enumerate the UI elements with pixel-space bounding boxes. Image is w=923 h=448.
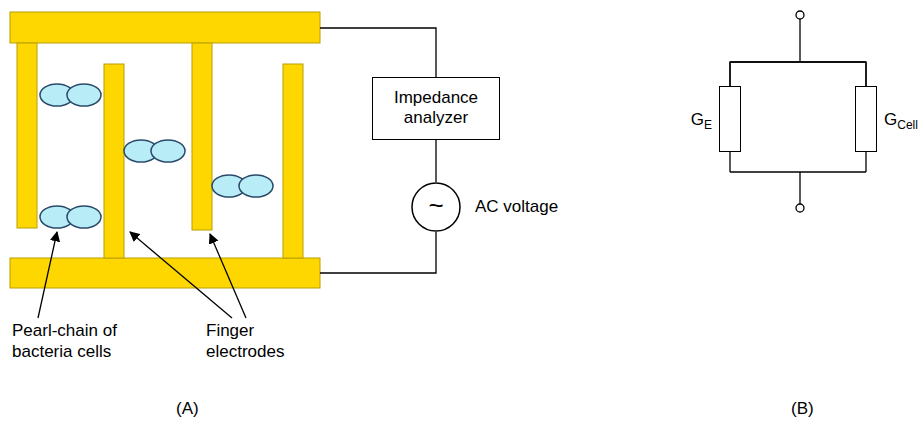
bacteria-cell: [67, 84, 101, 106]
wire: [729, 152, 730, 172]
wire: [320, 28, 436, 77]
leader-arrow: [38, 232, 57, 318]
voltage-source: ~AC voltage: [411, 182, 461, 232]
ac-symbol: ~: [411, 180, 461, 230]
finger-electrode: [17, 43, 37, 228]
bacteria-cell: [151, 140, 185, 162]
bacteria-cell: [67, 206, 101, 228]
terminal: [796, 11, 804, 19]
panel-label: (B): [791, 398, 851, 419]
conductance-label: GE: [691, 110, 712, 135]
leader-arrow: [210, 234, 246, 318]
conductance-element: GCell: [855, 86, 877, 152]
source-label: AC voltage: [475, 197, 558, 217]
callout-label: Pearl-chain of bacteria cells: [12, 320, 142, 362]
wire-connector: [435, 140, 436, 182]
wire: [799, 19, 800, 62]
conductance-element: GE: [719, 86, 741, 152]
wire: [799, 172, 800, 204]
wire-connector: [730, 62, 866, 86]
process-box: Impedance analyzer: [372, 77, 500, 140]
finger-electrode: [283, 64, 303, 258]
wire: [865, 152, 866, 172]
wire: [320, 232, 436, 273]
callout-label: Finger electrodes: [206, 320, 306, 362]
terminal: [796, 204, 804, 212]
leader-arrow: [130, 232, 232, 318]
finger-electrode: [192, 43, 212, 230]
finger-electrode: [104, 64, 124, 258]
wire: [730, 171, 866, 172]
bus-bar: [10, 12, 320, 43]
conductance-label: GCell: [884, 110, 918, 135]
box-label: Impedance analyzer: [379, 88, 493, 128]
panel-label: (A): [176, 398, 236, 419]
bacteria-cell: [239, 175, 273, 197]
bus-bar: [10, 258, 320, 288]
